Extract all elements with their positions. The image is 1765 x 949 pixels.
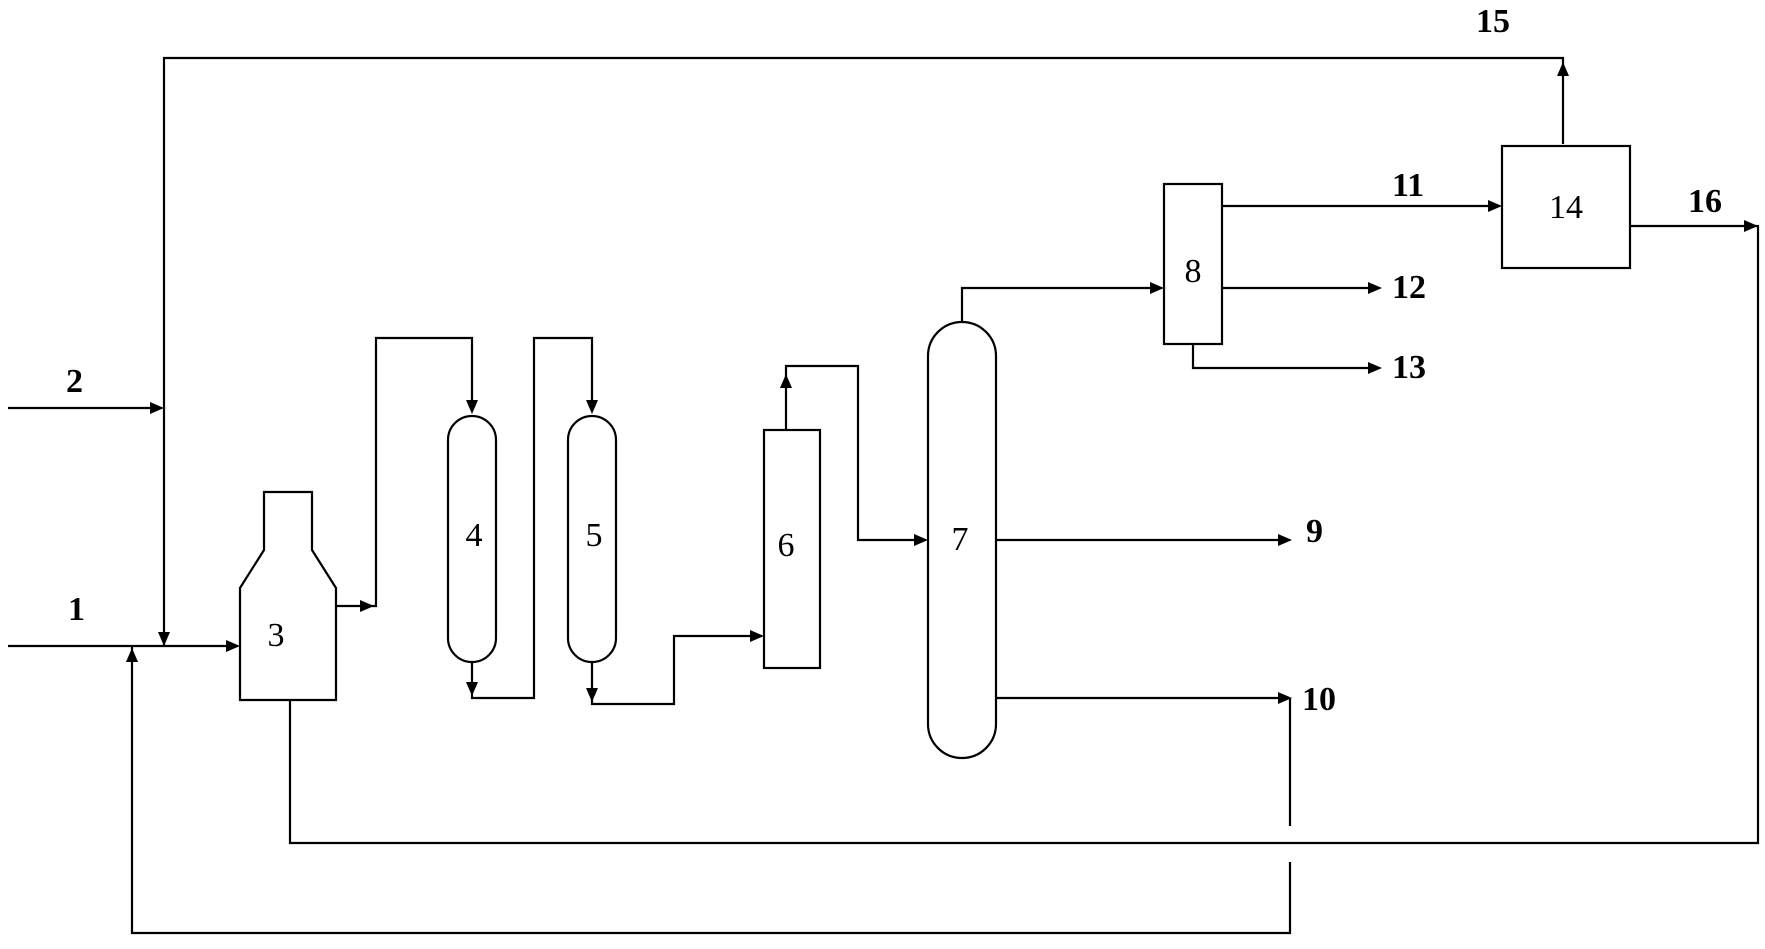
arrow-stream-13 bbox=[1368, 362, 1382, 374]
arrow-6-top bbox=[780, 374, 792, 388]
stream-2-label: 2 bbox=[66, 363, 83, 400]
arrow-stream-9 bbox=[1278, 534, 1292, 546]
arrow-into-unit-4 bbox=[466, 400, 478, 414]
unit-14-label: 14 bbox=[1549, 189, 1583, 226]
stream-12-label: 12 bbox=[1392, 269, 1426, 306]
unit-5-label: 5 bbox=[586, 517, 603, 554]
stream-11-label: 11 bbox=[1392, 167, 1424, 204]
unit-4-label: 4 bbox=[466, 517, 483, 554]
arrow-stream-2 bbox=[150, 402, 164, 414]
stream-15-label: 15 bbox=[1476, 3, 1510, 40]
line-5-to-6 bbox=[590, 634, 762, 706]
recycle-line-top bbox=[162, 56, 1565, 646]
unit-6-vessel bbox=[762, 428, 822, 670]
arrow-stream-16 bbox=[1744, 220, 1758, 232]
arrow-stream-10 bbox=[1278, 692, 1292, 704]
arrow-into-unit-6 bbox=[750, 630, 764, 642]
stream-16-label: 16 bbox=[1688, 183, 1722, 220]
arrow-5-bottom bbox=[586, 688, 598, 702]
arrow-stream-15-up bbox=[1557, 62, 1569, 76]
arrow-recycle-up bbox=[126, 648, 138, 662]
stream-9-label: 9 bbox=[1306, 513, 1323, 550]
unit-8-label: 8 bbox=[1185, 253, 1202, 290]
line-7-to-8 bbox=[960, 286, 1160, 322]
arrow-into-unit-3 bbox=[226, 640, 240, 652]
arrow-4-bottom bbox=[466, 682, 478, 696]
arrow-into-unit-5 bbox=[586, 400, 598, 414]
arrow-stream-12 bbox=[1368, 282, 1382, 294]
stream-13-line bbox=[1191, 344, 1372, 370]
stream-13-label: 13 bbox=[1392, 349, 1426, 386]
stream-10-label: 10 bbox=[1302, 681, 1336, 718]
arrow-recycle-down bbox=[158, 632, 170, 646]
arrow-stream-11 bbox=[1488, 200, 1502, 212]
unit-3-reactor bbox=[238, 490, 338, 702]
recycle-line-bottom bbox=[130, 646, 1292, 935]
arrow-3-outlet bbox=[360, 600, 374, 612]
unit-14-box bbox=[1500, 144, 1632, 270]
unit-7-label: 7 bbox=[952, 521, 969, 558]
arrow-into-unit-7 bbox=[914, 534, 928, 546]
unit-6-label: 6 bbox=[778, 527, 795, 564]
unit-8-separator bbox=[1162, 182, 1224, 346]
stream-1-label: 1 bbox=[68, 591, 85, 628]
unit-3-label: 3 bbox=[268, 617, 285, 654]
bottoms-line-3 bbox=[288, 224, 1760, 845]
arrow-into-unit-8 bbox=[1150, 282, 1164, 294]
